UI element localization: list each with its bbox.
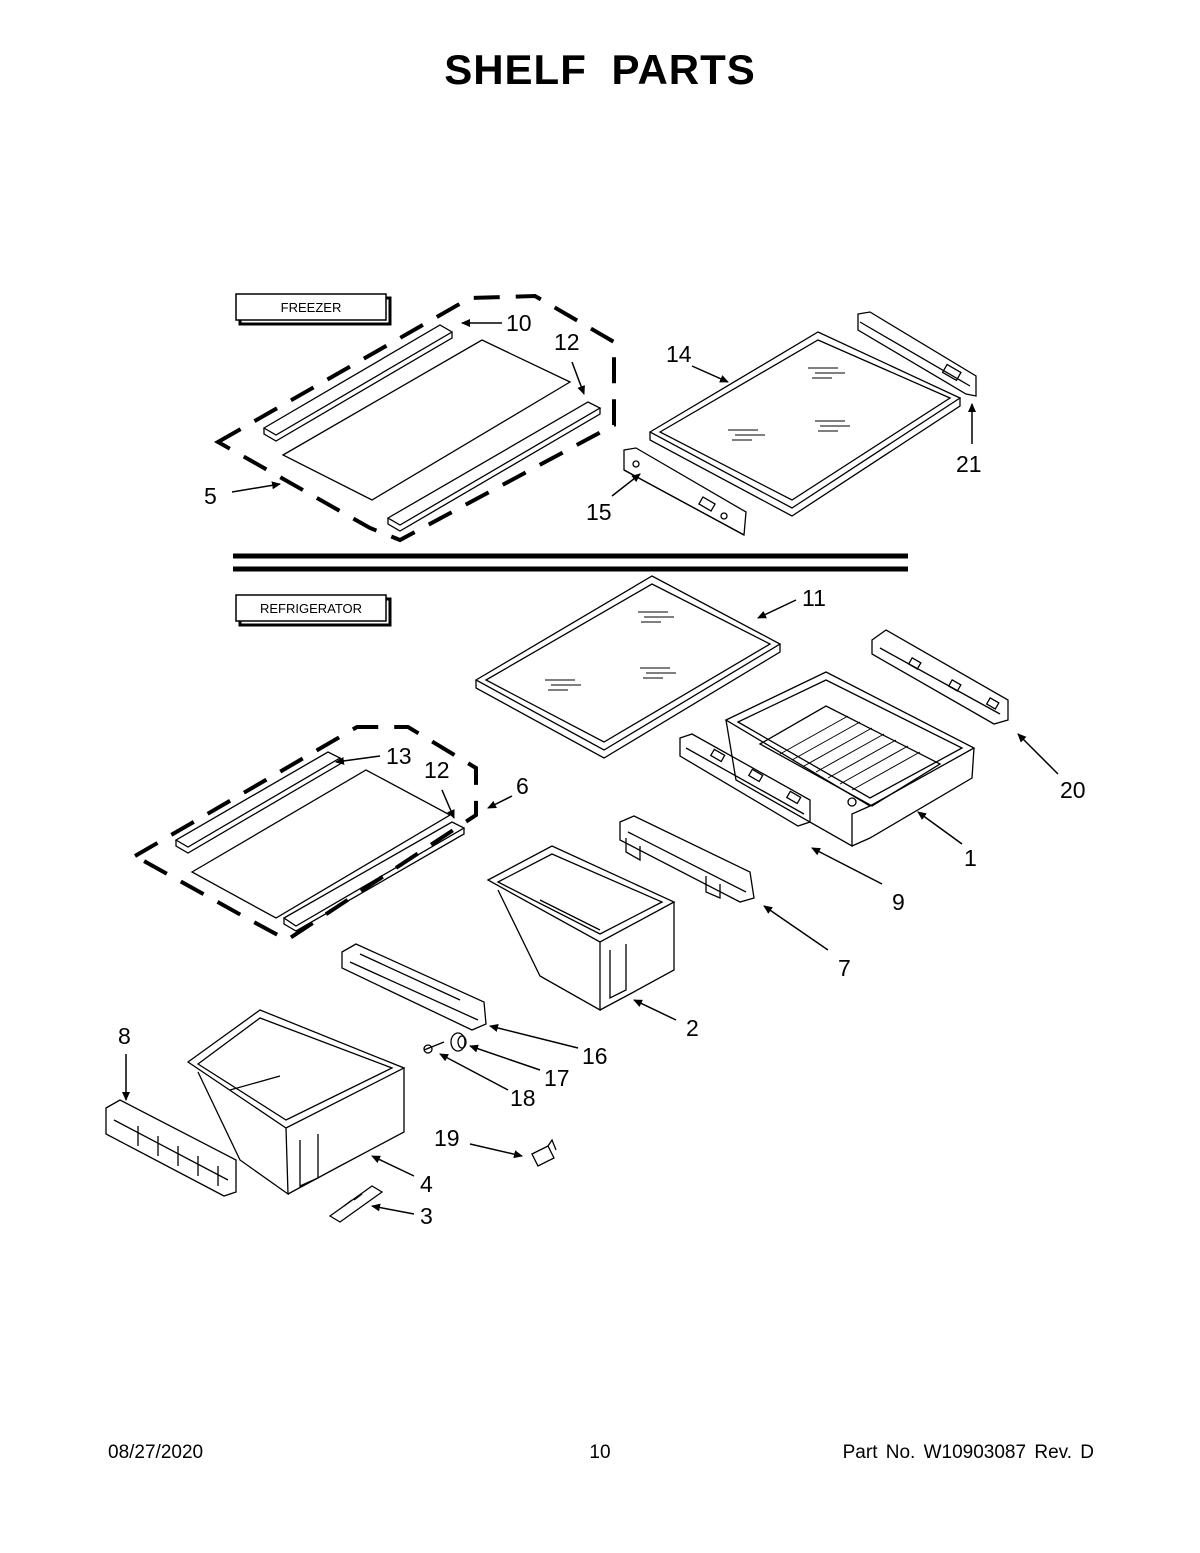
page-title: SHELF PARTS — [444, 46, 756, 93]
callout-14: 14 — [666, 341, 692, 367]
callout-12-freezer: 12 — [554, 329, 580, 355]
crisper-drawer-lower — [186, 1009, 406, 1196]
footer-part-number: Part No. W10903087 Rev. D — [842, 1442, 1094, 1463]
callout-19: 19 — [434, 1125, 460, 1151]
drawer-slide-rail-7 — [619, 815, 755, 903]
refrigerator-glass-shelf — [474, 575, 782, 759]
drawer-slide-rail-9 — [679, 733, 811, 827]
footer-date: 08/27/2020 — [108, 1442, 204, 1463]
callout-16: 16 — [582, 1043, 608, 1069]
callout-7: 7 — [838, 955, 851, 981]
callout-17: 17 — [544, 1065, 570, 1091]
freezer-glass-shelf — [648, 331, 962, 517]
callout-4: 4 — [420, 1171, 433, 1197]
callout-labels: 10 12 5 14 15 21 11 13 12 6 20 1 9 7 2 1… — [118, 310, 1086, 1229]
drawer-rail-8 — [105, 1099, 237, 1197]
svg-text:FREEZER: FREEZER — [281, 300, 342, 315]
callout-18: 18 — [510, 1085, 536, 1111]
callout-6: 6 — [516, 773, 529, 799]
callout-12-refrigerator: 12 — [424, 757, 450, 783]
callout-13: 13 — [386, 743, 412, 769]
callout-8: 8 — [118, 1023, 131, 1049]
crisper-drawer-large — [724, 671, 976, 848]
crisper-drawer — [486, 845, 676, 1012]
footer-page-number: 10 — [589, 1442, 611, 1463]
drawer-clip — [328, 1185, 384, 1223]
callout-15: 15 — [586, 499, 612, 525]
drawer-stop-and-screw — [423, 1032, 467, 1054]
callout-11: 11 — [802, 585, 826, 611]
drawer-stop-19 — [531, 1138, 557, 1167]
callout-1: 1 — [964, 845, 977, 871]
callout-20: 20 — [1060, 777, 1086, 803]
drawer-slide-rail-16 — [341, 943, 487, 1031]
callout-21: 21 — [956, 451, 982, 477]
callout-10: 10 — [506, 310, 532, 336]
freezer-section-label: FREEZER — [235, 293, 392, 326]
section-divider — [233, 553, 908, 572]
refrigerator-section-label: REFRIGERATOR — [235, 594, 392, 627]
shelf-bracket-right — [857, 311, 977, 397]
drawer-slide-rail-right — [871, 629, 1009, 725]
svg-text:REFRIGERATOR: REFRIGERATOR — [260, 601, 362, 616]
callout-2: 2 — [686, 1015, 699, 1041]
callout-9: 9 — [892, 889, 905, 915]
callout-3: 3 — [420, 1203, 433, 1229]
callout-arrows — [122, 319, 1059, 1215]
shelf-bracket-left — [623, 447, 747, 537]
callout-5: 5 — [204, 483, 217, 509]
freezer-shelf-assembly — [213, 293, 616, 543]
